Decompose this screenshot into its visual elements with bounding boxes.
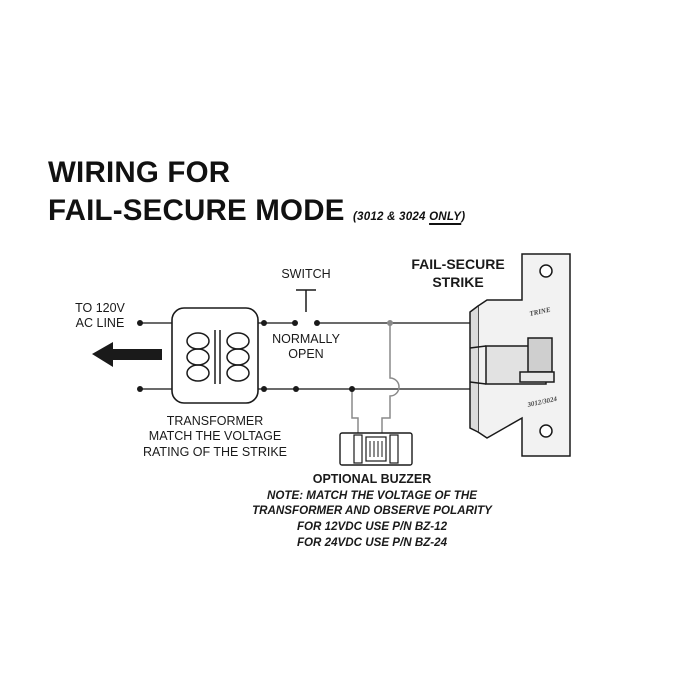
title-models: (3012 & 3024 ONLY) bbox=[353, 210, 465, 223]
optional-buzzer bbox=[339, 432, 413, 466]
strike-screw-hole-bottom bbox=[539, 424, 553, 438]
junction-buzzer-negative bbox=[349, 386, 355, 392]
buzzer-lead-positive bbox=[381, 323, 400, 433]
title-models-close: ) bbox=[461, 210, 466, 223]
junction-bottom bbox=[293, 386, 299, 392]
note-line-1: NOTE: MATCH THE VOLTAGE OF THE bbox=[267, 489, 478, 502]
transformer bbox=[171, 307, 259, 404]
transformer-label-3: RATING OF THE STRIKE bbox=[143, 445, 287, 459]
buzzer-title: OPTIONAL BUZZER bbox=[313, 472, 432, 486]
title-models-open: (3012 & 3024 bbox=[352, 210, 430, 223]
note-line-2: TRANSFORMER AND OBSERVE POLARITY bbox=[252, 504, 493, 517]
terminal-transformer-bottom bbox=[261, 386, 267, 392]
strike-keeper-slot bbox=[527, 337, 553, 373]
strike-side-edge bbox=[469, 305, 479, 433]
switch-symbol bbox=[296, 289, 316, 312]
strike-screw-hole-top bbox=[539, 264, 553, 278]
transformer-coil-icon bbox=[186, 330, 250, 384]
buzzer-leads bbox=[351, 323, 400, 433]
buzzer-lead-negative bbox=[351, 389, 359, 433]
title-only: ONLY bbox=[429, 210, 462, 223]
note-line-4: FOR 24VDC USE P/N BZ-24 bbox=[297, 536, 448, 549]
terminal-ac-top bbox=[137, 320, 143, 326]
terminal-switch-right bbox=[314, 320, 320, 326]
note-line-3: FOR 12VDC USE P/N BZ-12 bbox=[297, 520, 448, 533]
to-120v-label: TO 120V bbox=[75, 301, 125, 315]
title-line-2: FAIL-SECURE MODE (3012 & 3024 ONLY) bbox=[48, 192, 465, 236]
switch-label: SWITCH bbox=[281, 267, 330, 281]
normally-label: NORMALLY bbox=[272, 332, 341, 346]
title-mode: FAIL-SECURE MODE bbox=[48, 194, 345, 227]
buzzer-grille bbox=[365, 436, 387, 462]
strike-title-line-1: FAIL-SECURE bbox=[411, 256, 504, 272]
terminal-ac-bottom bbox=[137, 386, 143, 392]
buzzer-grille-lines bbox=[369, 441, 383, 457]
terminal-switch-left bbox=[292, 320, 298, 326]
strike-keeper-tab bbox=[519, 371, 555, 383]
buzzer-tab-left bbox=[353, 434, 363, 464]
ac-line-label: AC LINE bbox=[76, 316, 125, 330]
open-label: OPEN bbox=[288, 347, 323, 361]
arrow-left-icon bbox=[92, 342, 162, 367]
junction-buzzer-positive bbox=[387, 320, 393, 326]
fail-secure-strike bbox=[469, 253, 571, 457]
strike-title-line-2: STRIKE bbox=[432, 274, 483, 290]
title-line-1: WIRING FOR bbox=[48, 156, 231, 189]
transformer-label-1: TRANSFORMER bbox=[167, 414, 264, 428]
diagram-title: WIRING FOR FAIL-SECURE MODE (3012 & 3024… bbox=[48, 154, 465, 236]
terminal-transformer-top bbox=[261, 320, 267, 326]
transformer-label-2: MATCH THE VOLTAGE bbox=[149, 429, 281, 443]
buzzer-tab-right bbox=[389, 434, 399, 464]
